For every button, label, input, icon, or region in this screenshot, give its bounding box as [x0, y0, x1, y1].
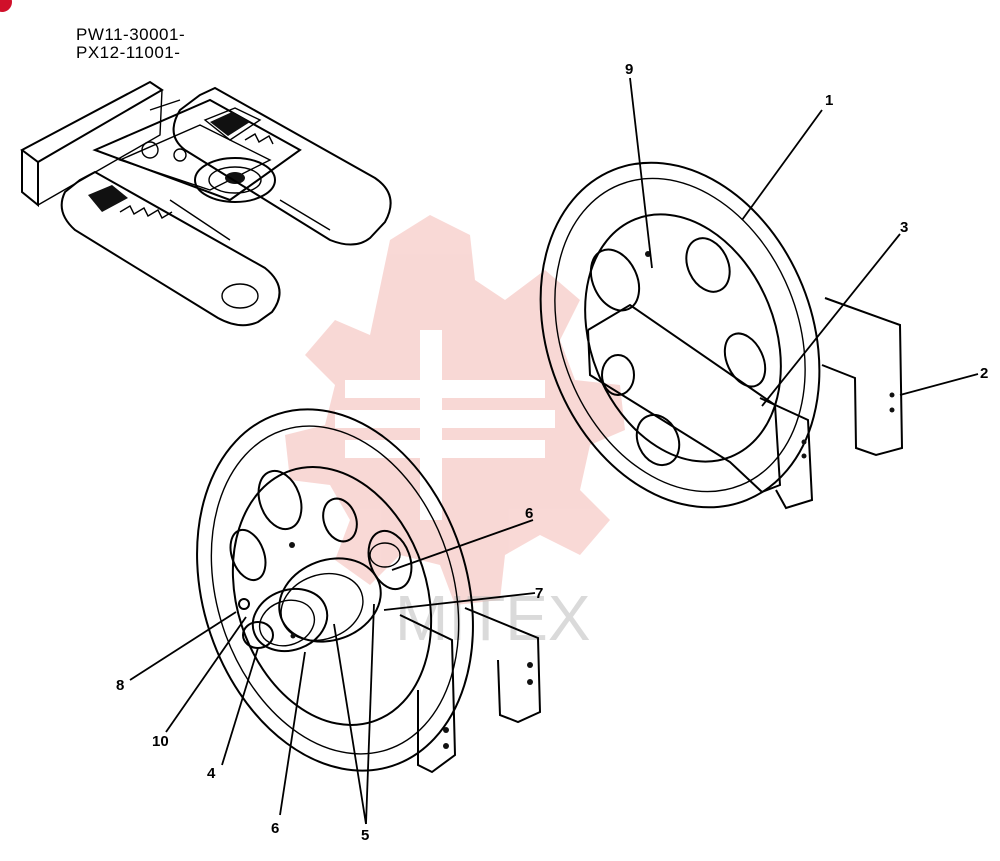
callout-4: 4: [207, 765, 216, 782]
idler-assembly-upper: [539, 161, 904, 510]
callout-6-upper: 6: [525, 505, 533, 522]
leader-lines: [129, 77, 979, 825]
watermark-text: MITEX: [395, 582, 591, 654]
callout-2: 2: [980, 365, 988, 382]
corner-badge: [0, 0, 12, 12]
idler-assembly-lower: [196, 408, 542, 774]
machine-overview: [20, 80, 392, 327]
callout-9: 9: [625, 61, 633, 78]
serial-number-range: PW11-30001- PX12-11001-: [76, 26, 185, 62]
serial-line-1: PW11-30001-: [76, 25, 186, 44]
callout-1: 1: [825, 92, 833, 109]
callout-5: 5: [361, 827, 369, 844]
callout-10: 10: [152, 733, 169, 750]
serial-line-2: PX12-11001-: [76, 43, 181, 62]
watermark-logo: [285, 215, 625, 605]
callout-7: 7: [535, 585, 543, 602]
callout-6-lower: 6: [271, 820, 279, 837]
callout-8: 8: [116, 677, 124, 694]
callout-3: 3: [900, 219, 908, 236]
